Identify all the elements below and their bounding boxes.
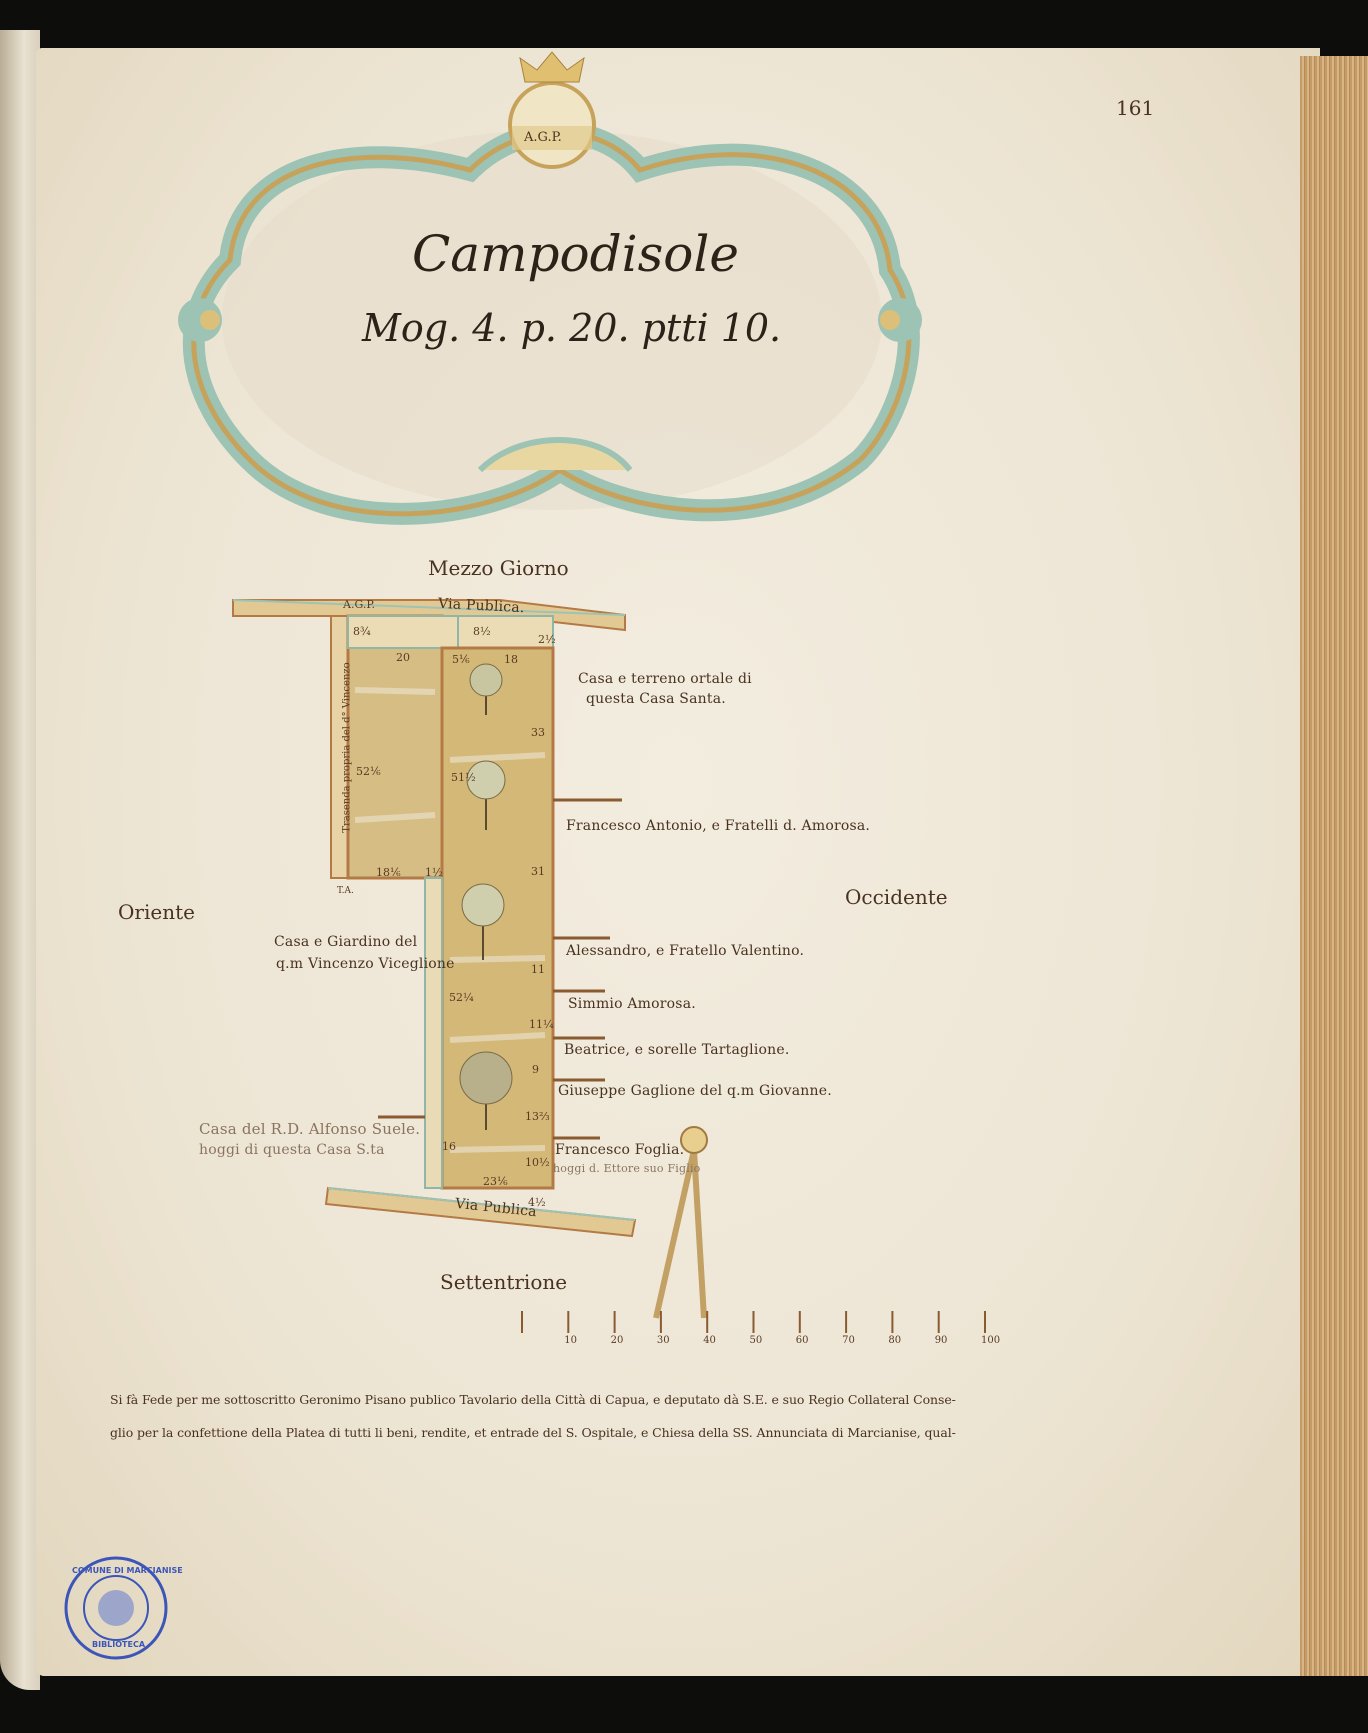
neighbor-amorosa: Francesco Antonio, e Fratelli d. Amorosa…	[566, 818, 871, 834]
neighbor-viceglione-1: Casa e Giardino del	[274, 934, 418, 950]
crowned-orb	[508, 51, 596, 169]
scale-label: 40	[703, 1335, 716, 1346]
neighbor-casa-santa-1: Casa e terreno ortale di	[578, 671, 752, 687]
dividers-icon	[653, 1126, 708, 1319]
neighbor-suele-2: hoggi di questa Casa S.ta	[199, 1142, 385, 1158]
corner-mark: T.A.	[337, 886, 354, 896]
neighbor-casa-santa-2: questa Casa Santa.	[586, 691, 726, 707]
scale-label: 70	[842, 1335, 855, 1346]
parcel-number: 23⅙	[483, 1175, 508, 1188]
parcel-number: 52⅙	[356, 765, 381, 778]
parcel-number: 16	[442, 1140, 456, 1153]
neighbor-simmio: Simmio Amorosa.	[568, 996, 696, 1012]
library-stamp	[64, 1556, 168, 1660]
scale-label: 30	[656, 1335, 670, 1346]
tree-icons	[459, 663, 513, 1130]
attestation-line-2: glio per la confettione della Platea di …	[110, 1425, 956, 1440]
parcel-number: 52¼	[449, 991, 474, 1004]
parcel-top-left	[347, 615, 459, 649]
parcel-number: 8¾	[353, 625, 371, 638]
parcel-number: 1½	[425, 866, 443, 879]
side-path-label: Trasenda propria del d° Vincenzo	[341, 662, 353, 833]
scale-label: 80	[888, 1335, 902, 1346]
parcel-number: 18⅙	[376, 866, 401, 879]
top-monogram: A.G.P.	[343, 598, 376, 611]
parcel-number: 4½	[528, 1196, 546, 1209]
parcel-number: 10½	[525, 1156, 550, 1169]
stamp-text-bottom: BIBLIOTECA	[92, 1640, 146, 1649]
scale-label: 20	[610, 1335, 624, 1346]
neighbor-tartaglione: Beatrice, e sorelle Tartaglione.	[564, 1042, 790, 1058]
map-title: Campodisole	[412, 225, 739, 283]
direction-north: Settentrione	[440, 1270, 568, 1294]
parcel-number: 8½	[473, 625, 491, 638]
tree-icon	[466, 760, 506, 830]
parcel-left	[346, 614, 444, 880]
parcel-number: 9	[532, 1063, 539, 1076]
direction-west: Occidente	[845, 885, 948, 909]
parcel-number: 11	[531, 963, 545, 976]
tree-icon	[459, 1051, 513, 1130]
parcel-number: 18	[504, 653, 518, 666]
parcel-number: 33	[531, 726, 545, 739]
map-area-measure: Mog. 4. p. 20. ptti 10.	[362, 306, 782, 350]
wash-streaks	[354, 687, 546, 1153]
neighbor-gaglione: Giuseppe Gaglione del q.m Giovanne.	[558, 1083, 832, 1099]
scale-label: 10	[564, 1335, 578, 1346]
cartouche-frame	[178, 121, 922, 525]
parcel-number: 2½	[538, 633, 556, 646]
direction-east: Oriente	[118, 900, 195, 924]
via-publica-bottom	[324, 1186, 637, 1238]
parcel-number: 31	[531, 865, 545, 878]
book-fore-edge	[1300, 56, 1368, 1676]
parcel-number: 20	[396, 651, 410, 664]
scale-label: 100	[981, 1335, 1001, 1346]
neighbor-foglia-2: hoggi d. Ettore suo Figlio	[553, 1162, 701, 1175]
direction-south: Mezzo Giorno	[428, 556, 569, 580]
parcel-number: 5⅙	[452, 653, 470, 666]
boundary-lines	[378, 798, 622, 1140]
scale-label: 50	[749, 1335, 763, 1346]
neighbor-valentino: Alessandro, e Fratello Valentino.	[566, 943, 805, 959]
tree-icon	[469, 663, 503, 715]
scale-label: 90	[934, 1335, 948, 1346]
parcel-top-right	[457, 615, 554, 649]
attestation-line-1: Si fà Fede per me sottoscritto Geronimo …	[110, 1392, 956, 1407]
parcel-number: 13⅔	[525, 1110, 550, 1123]
neighbor-suele-1: Casa del R.D. Alfonso Suele.	[199, 1120, 421, 1138]
neighbor-foglia-1: Francesco Foglia.	[555, 1142, 685, 1158]
parcel-lower-strip	[424, 877, 443, 1189]
parcel-number: 51½	[451, 771, 476, 784]
scale-ticks	[521, 1311, 986, 1333]
stamp-text-top: COMUNE DI MARCIANISE	[72, 1566, 183, 1575]
tree-icon	[461, 883, 505, 960]
orb-monogram: A.G.P.	[524, 130, 562, 145]
left-page-edge	[0, 30, 40, 1690]
parcel-number: 11¼	[529, 1018, 554, 1031]
neighbor-viceglione-2: q.m Vincenzo Viceglione	[276, 956, 455, 972]
page-number: 161	[1116, 96, 1155, 120]
scale-label: 60	[795, 1335, 809, 1346]
